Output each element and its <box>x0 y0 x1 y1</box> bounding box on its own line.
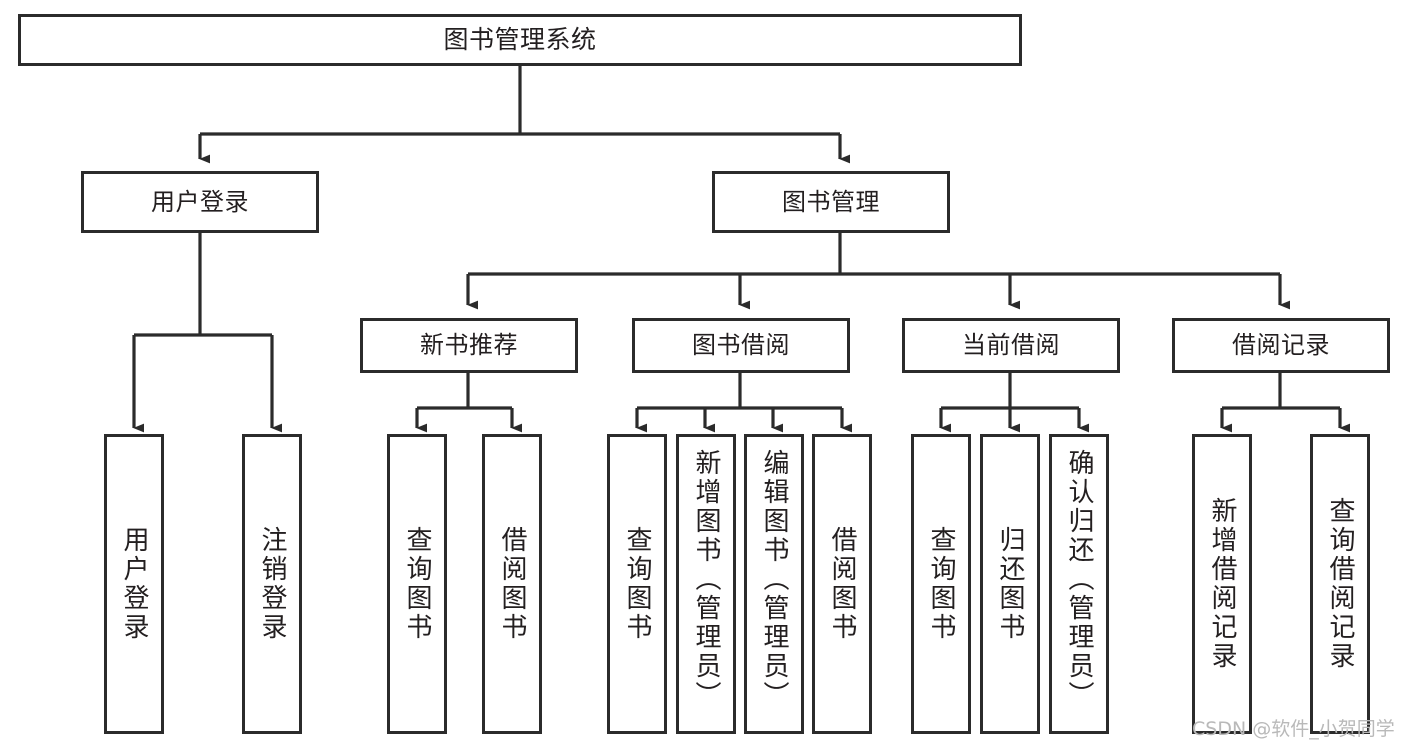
node-leaf-query-book-2-label: 查询图书 <box>622 526 652 642</box>
node-leaf-borrow-book-2-label: 借阅图书 <box>827 526 857 642</box>
node-leaf-query-book-3-label: 查询图书 <box>926 526 956 642</box>
node-book-management[interactable]: 图书管理 <box>712 171 950 233</box>
node-leaf-query-book-1[interactable]: 查询图书 <box>387 434 447 734</box>
node-current-borrow[interactable]: 当前借阅 <box>902 318 1120 373</box>
node-leaf-return-book[interactable]: 归还图书 <box>980 434 1040 734</box>
node-leaf-user-login[interactable]: 用户登录 <box>104 434 164 734</box>
node-leaf-borrow-book-2[interactable]: 借阅图书 <box>812 434 872 734</box>
watermark-text: CSDN @软件_小贺同学 <box>1192 718 1395 740</box>
node-root-book-management-system[interactable]: 图书管理系统 <box>18 14 1022 66</box>
node-new-book-recommend[interactable]: 新书推荐 <box>360 318 578 373</box>
node-leaf-borrow-book-1[interactable]: 借阅图书 <box>482 434 542 734</box>
node-leaf-borrow-book-1-label: 借阅图书 <box>497 526 527 642</box>
node-root-label: 图书管理系统 <box>443 25 597 55</box>
node-leaf-confirm-return-label: 确认归还（管理员） <box>1064 449 1094 710</box>
node-leaf-add-record[interactable]: 新增借阅记录 <box>1192 434 1252 734</box>
node-leaf-user-logout[interactable]: 注销登录 <box>242 434 302 734</box>
node-book-borrow-label: 图书借阅 <box>692 331 790 360</box>
node-leaf-query-book-2[interactable]: 查询图书 <box>607 434 667 734</box>
node-leaf-user-login-label: 用户登录 <box>119 526 149 642</box>
node-book-borrow[interactable]: 图书借阅 <box>632 318 850 373</box>
node-leaf-add-book-label: 新增图书（管理员） <box>691 449 721 710</box>
node-leaf-user-logout-label: 注销登录 <box>257 526 287 642</box>
node-borrow-record[interactable]: 借阅记录 <box>1172 318 1390 373</box>
node-book-management-label: 图书管理 <box>782 187 880 216</box>
node-new-book-recommend-label: 新书推荐 <box>420 331 518 360</box>
node-leaf-confirm-return[interactable]: 确认归还（管理员） <box>1049 434 1109 734</box>
node-leaf-query-book-1-label: 查询图书 <box>402 526 432 642</box>
node-leaf-add-book[interactable]: 新增图书（管理员） <box>676 434 736 734</box>
node-leaf-query-book-3[interactable]: 查询图书 <box>911 434 971 734</box>
node-user-login-label: 用户登录 <box>151 187 249 216</box>
node-user-login[interactable]: 用户登录 <box>81 171 319 233</box>
node-current-borrow-label: 当前借阅 <box>962 331 1060 360</box>
node-leaf-add-record-label: 新增借阅记录 <box>1207 497 1237 671</box>
node-leaf-return-book-label: 归还图书 <box>995 526 1025 642</box>
node-leaf-query-record[interactable]: 查询借阅记录 <box>1310 434 1370 734</box>
node-leaf-edit-book[interactable]: 编辑图书（管理员） <box>744 434 804 734</box>
node-leaf-query-record-label: 查询借阅记录 <box>1325 497 1355 671</box>
node-borrow-record-label: 借阅记录 <box>1232 331 1330 360</box>
node-leaf-edit-book-label: 编辑图书（管理员） <box>759 449 789 710</box>
